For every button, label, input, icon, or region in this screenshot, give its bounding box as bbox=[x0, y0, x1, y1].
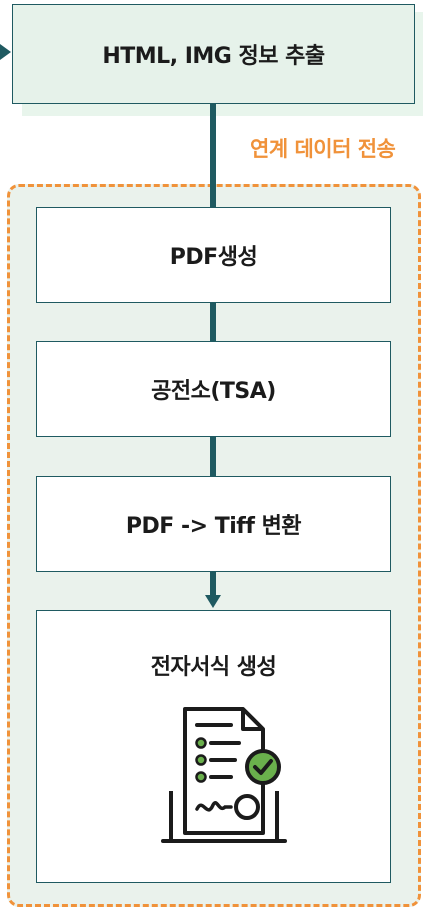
step-box-pdf: PDF생성 bbox=[36, 207, 391, 303]
incoming-arrow-icon bbox=[0, 44, 11, 60]
step-label: PDF생성 bbox=[169, 245, 258, 270]
section-label: 연계 데이터 전송 bbox=[250, 137, 396, 161]
connector-top bbox=[210, 104, 216, 208]
step-box-tiff: PDF -> Tiff 변환 bbox=[36, 476, 391, 572]
connector-1 bbox=[210, 302, 216, 342]
top-step-box: HTML, IMG 정보 추출 bbox=[12, 4, 415, 104]
arrow-down-icon bbox=[205, 595, 221, 608]
final-step-label: 전자서식 생성 bbox=[150, 655, 277, 680]
step-label: PDF -> Tiff 변환 bbox=[125, 514, 302, 539]
connector-3 bbox=[210, 570, 216, 598]
connector-2 bbox=[210, 436, 216, 476]
final-step-box: 전자서식 생성 bbox=[36, 610, 391, 883]
step-label: 공전소(TSA) bbox=[151, 379, 276, 404]
step-box-tsa: 공전소(TSA) bbox=[36, 341, 391, 437]
top-step-label: HTML, IMG 정보 추출 bbox=[102, 44, 325, 69]
e-form-document-check-icon bbox=[161, 707, 287, 843]
